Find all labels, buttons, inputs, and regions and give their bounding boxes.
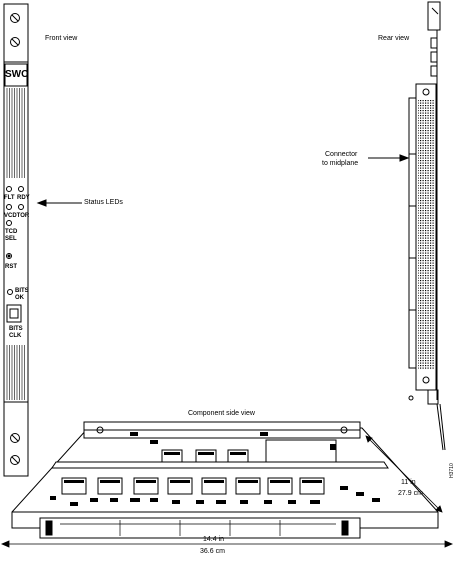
component-side-view-label: Component side view: [188, 410, 255, 417]
bits-ok-label-line2: OK: [15, 295, 24, 301]
led-rdy-label: RDY: [17, 195, 30, 201]
bits-ok-label-line1: BITS: [15, 288, 29, 294]
bits-clk-label-line1: BITS: [9, 326, 23, 332]
front-view-label: Front view: [45, 35, 78, 42]
figure-id-label: H3710: [449, 463, 455, 478]
connector-label-line1: Connector: [325, 151, 358, 158]
depth-cm-label: 27.9 cm: [398, 490, 423, 497]
width-cm-label: 36.6 cm: [200, 548, 225, 555]
status-leds-arrow: [36, 199, 82, 207]
depth-in-label: 11 in: [401, 479, 416, 486]
status-leds-label: Status LEDs: [84, 199, 123, 206]
led-vcdtor-label: VCDTOR: [4, 213, 30, 219]
connector-pins: [418, 100, 434, 370]
width-in-label: 14.4 in: [203, 536, 225, 543]
faceplate-front-view: [3, 3, 29, 477]
rear-view: [408, 1, 446, 451]
card-name-label: SWC: [5, 69, 29, 80]
rear-view-label: Rear view: [378, 35, 410, 42]
connector-arrow: [368, 154, 410, 162]
width-dimension: [0, 540, 454, 548]
led-flt-label: FLT: [4, 195, 15, 201]
rst-button-label: RST: [5, 264, 17, 270]
led-sel-label: SEL: [5, 236, 17, 242]
card-components: [50, 432, 380, 506]
bits-clk-label-line2: CLK: [9, 333, 22, 339]
card-component-side-view: [11, 421, 439, 539]
connector-label-line2: to midplane: [322, 160, 359, 167]
led-tcd-label: TCD: [5, 229, 18, 235]
depth-dimension: [365, 435, 443, 513]
